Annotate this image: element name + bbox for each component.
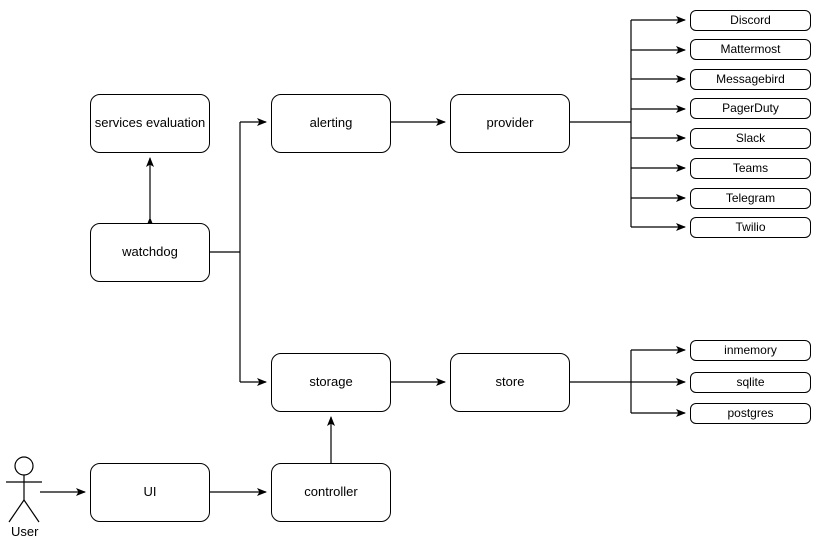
node-storage[interactable]: storage xyxy=(271,353,391,412)
node-services-evaluation[interactable]: services evaluation xyxy=(90,94,210,153)
node-discord[interactable]: Discord xyxy=(690,10,811,31)
node-teams[interactable]: Teams xyxy=(690,158,811,179)
node-label: Messagebird xyxy=(716,71,785,86)
node-telegram[interactable]: Telegram xyxy=(690,188,811,209)
node-label: storage xyxy=(309,374,353,390)
node-controller[interactable]: controller xyxy=(271,463,391,522)
node-label: Twilio xyxy=(735,219,766,234)
node-label: sqlite xyxy=(736,374,765,389)
node-label: watchdog xyxy=(122,244,178,260)
node-label: alerting xyxy=(309,115,353,131)
node-label: controller xyxy=(304,484,358,500)
node-alerting[interactable]: alerting xyxy=(271,94,391,153)
node-messagebird[interactable]: Messagebird xyxy=(690,69,811,90)
node-ui[interactable]: UI xyxy=(90,463,210,522)
user-actor-figure xyxy=(6,456,42,523)
node-label: Teams xyxy=(732,160,769,175)
node-label: Slack xyxy=(735,130,766,145)
node-label: Mattermost xyxy=(720,41,781,56)
user-actor-label: User xyxy=(11,524,39,539)
node-label: PagerDuty xyxy=(722,100,779,115)
node-inmemory[interactable]: inmemory xyxy=(690,340,811,361)
node-slack[interactable]: Slack xyxy=(690,128,811,149)
node-provider[interactable]: provider xyxy=(450,94,570,153)
node-label: UI xyxy=(143,484,157,500)
node-sqlite[interactable]: sqlite xyxy=(690,372,811,393)
node-watchdog[interactable]: watchdog xyxy=(90,223,210,282)
node-label: Telegram xyxy=(725,190,776,205)
node-store[interactable]: store xyxy=(450,353,570,412)
node-mattermost[interactable]: Mattermost xyxy=(690,39,811,60)
node-twilio[interactable]: Twilio xyxy=(690,217,811,238)
node-label: provider xyxy=(486,115,534,131)
node-label: postgres xyxy=(727,405,774,420)
node-label: store xyxy=(495,374,525,390)
node-postgres[interactable]: postgres xyxy=(690,403,811,424)
node-label: services evaluation xyxy=(94,115,206,131)
node-label: Discord xyxy=(730,12,771,27)
node-pagerduty[interactable]: PagerDuty xyxy=(690,98,811,119)
node-label: inmemory xyxy=(724,342,777,357)
